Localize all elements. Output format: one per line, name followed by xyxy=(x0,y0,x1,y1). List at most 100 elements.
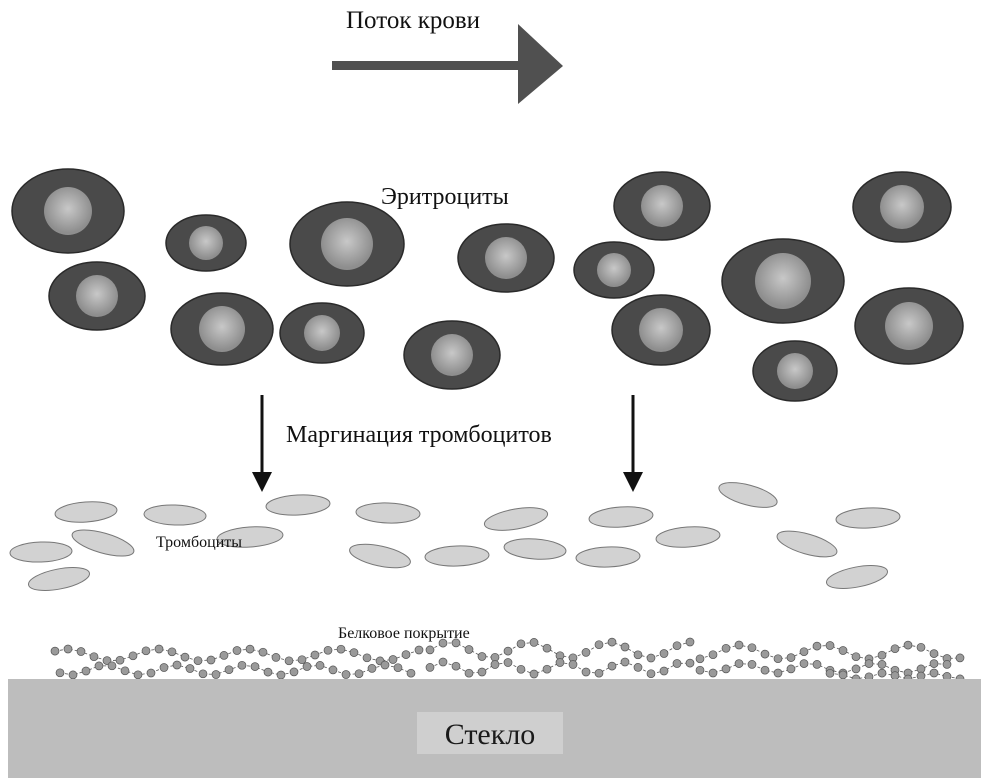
margination-arrow-right xyxy=(623,395,643,492)
protein-bead xyxy=(673,660,681,668)
erythrocyte xyxy=(166,215,246,271)
protein-coating-group xyxy=(51,638,964,683)
protein-bead xyxy=(212,671,220,679)
protein-bead xyxy=(415,646,423,654)
protein-bead xyxy=(264,668,272,676)
protein-bead xyxy=(504,659,512,667)
protein-bead xyxy=(121,667,129,675)
protein-bead xyxy=(543,665,551,673)
protein-bead xyxy=(878,660,886,668)
protein-bead xyxy=(530,670,538,678)
protein-bead xyxy=(686,659,694,667)
protein-bead xyxy=(155,645,163,653)
protein-bead xyxy=(696,666,704,674)
protein-bead xyxy=(595,669,603,677)
protein-bead xyxy=(930,669,938,677)
protein-bead xyxy=(852,665,860,673)
protein-bead xyxy=(478,668,486,676)
protein-bead xyxy=(917,643,925,651)
protein-bead xyxy=(491,661,499,669)
protein-bead xyxy=(686,638,694,646)
protein-bead xyxy=(517,640,525,648)
platelet xyxy=(348,540,413,572)
erythrocyte xyxy=(753,341,837,401)
protein-bead xyxy=(285,657,293,665)
protein-bead xyxy=(930,650,938,658)
protein-bead xyxy=(389,656,397,664)
protein-bead xyxy=(355,670,363,678)
protein-bead xyxy=(826,669,834,677)
platelet xyxy=(27,563,92,594)
protein-bead xyxy=(839,647,847,655)
blood-flow-arrow xyxy=(332,24,563,104)
protein-bead xyxy=(904,641,912,649)
protein-bead xyxy=(116,656,124,664)
protein-bead xyxy=(660,667,668,675)
protein-bead xyxy=(82,667,90,675)
protein-bead xyxy=(407,669,415,677)
protein-coating-label: Белковое покрытие xyxy=(338,625,470,642)
protein-bead xyxy=(608,638,616,646)
platelet xyxy=(836,506,901,529)
erythrocyte xyxy=(404,321,500,389)
protein-bead xyxy=(272,653,280,661)
protein-bead xyxy=(761,650,769,658)
platelet xyxy=(10,541,73,563)
erythrocyte xyxy=(574,242,654,298)
protein-bead xyxy=(220,651,228,659)
protein-bead xyxy=(647,670,655,678)
protein-bead xyxy=(517,665,525,673)
protein-bead xyxy=(582,668,590,676)
protein-bead xyxy=(608,662,616,670)
protein-bead xyxy=(173,661,181,669)
protein-bead xyxy=(246,645,254,653)
protein-bead xyxy=(748,660,756,668)
erythrocyte xyxy=(612,295,710,365)
protein-bead xyxy=(233,647,241,655)
erythrocyte xyxy=(855,288,963,364)
protein-bead xyxy=(722,644,730,652)
protein-bead xyxy=(673,642,681,650)
protein-bead xyxy=(839,671,847,679)
protein-bead xyxy=(316,661,324,669)
protein-bead xyxy=(878,651,886,659)
protein-bead xyxy=(621,643,629,651)
protein-bead xyxy=(108,662,116,670)
protein-bead xyxy=(530,638,538,646)
protein-bead xyxy=(350,649,358,657)
protein-bead xyxy=(225,666,233,674)
protein-bead xyxy=(303,663,311,671)
protein-bead xyxy=(735,641,743,649)
protein-bead xyxy=(735,660,743,668)
protein-bead xyxy=(394,664,402,672)
protein-bead xyxy=(774,669,782,677)
protein-bead xyxy=(64,645,72,653)
protein-bead xyxy=(426,663,434,671)
erythrocytes-label: Эритроциты xyxy=(381,184,509,210)
protein-bead xyxy=(634,663,642,671)
blood-flow-label: Поток крови xyxy=(346,7,480,34)
protein-bead xyxy=(647,654,655,662)
protein-bead xyxy=(891,645,899,653)
protein-bead xyxy=(160,664,168,672)
platelet xyxy=(425,545,490,567)
protein-bead xyxy=(709,669,717,677)
protein-bead xyxy=(363,654,371,662)
protein-bead xyxy=(774,655,782,663)
protein-bead xyxy=(595,641,603,649)
protein-bead xyxy=(826,642,834,650)
protein-bead xyxy=(324,646,332,654)
protein-bead xyxy=(660,650,668,658)
protein-bead xyxy=(722,665,730,673)
glass-label: Стекло xyxy=(445,718,536,751)
erythrocyte xyxy=(49,262,145,330)
protein-bead xyxy=(199,670,207,678)
protein-bead xyxy=(569,661,577,669)
protein-bead xyxy=(917,672,925,680)
protein-bead xyxy=(930,660,938,668)
platelet xyxy=(356,502,421,524)
protein-bead xyxy=(186,665,194,673)
platelet xyxy=(825,561,890,592)
protein-bead xyxy=(251,663,259,671)
protein-bead xyxy=(800,660,808,668)
